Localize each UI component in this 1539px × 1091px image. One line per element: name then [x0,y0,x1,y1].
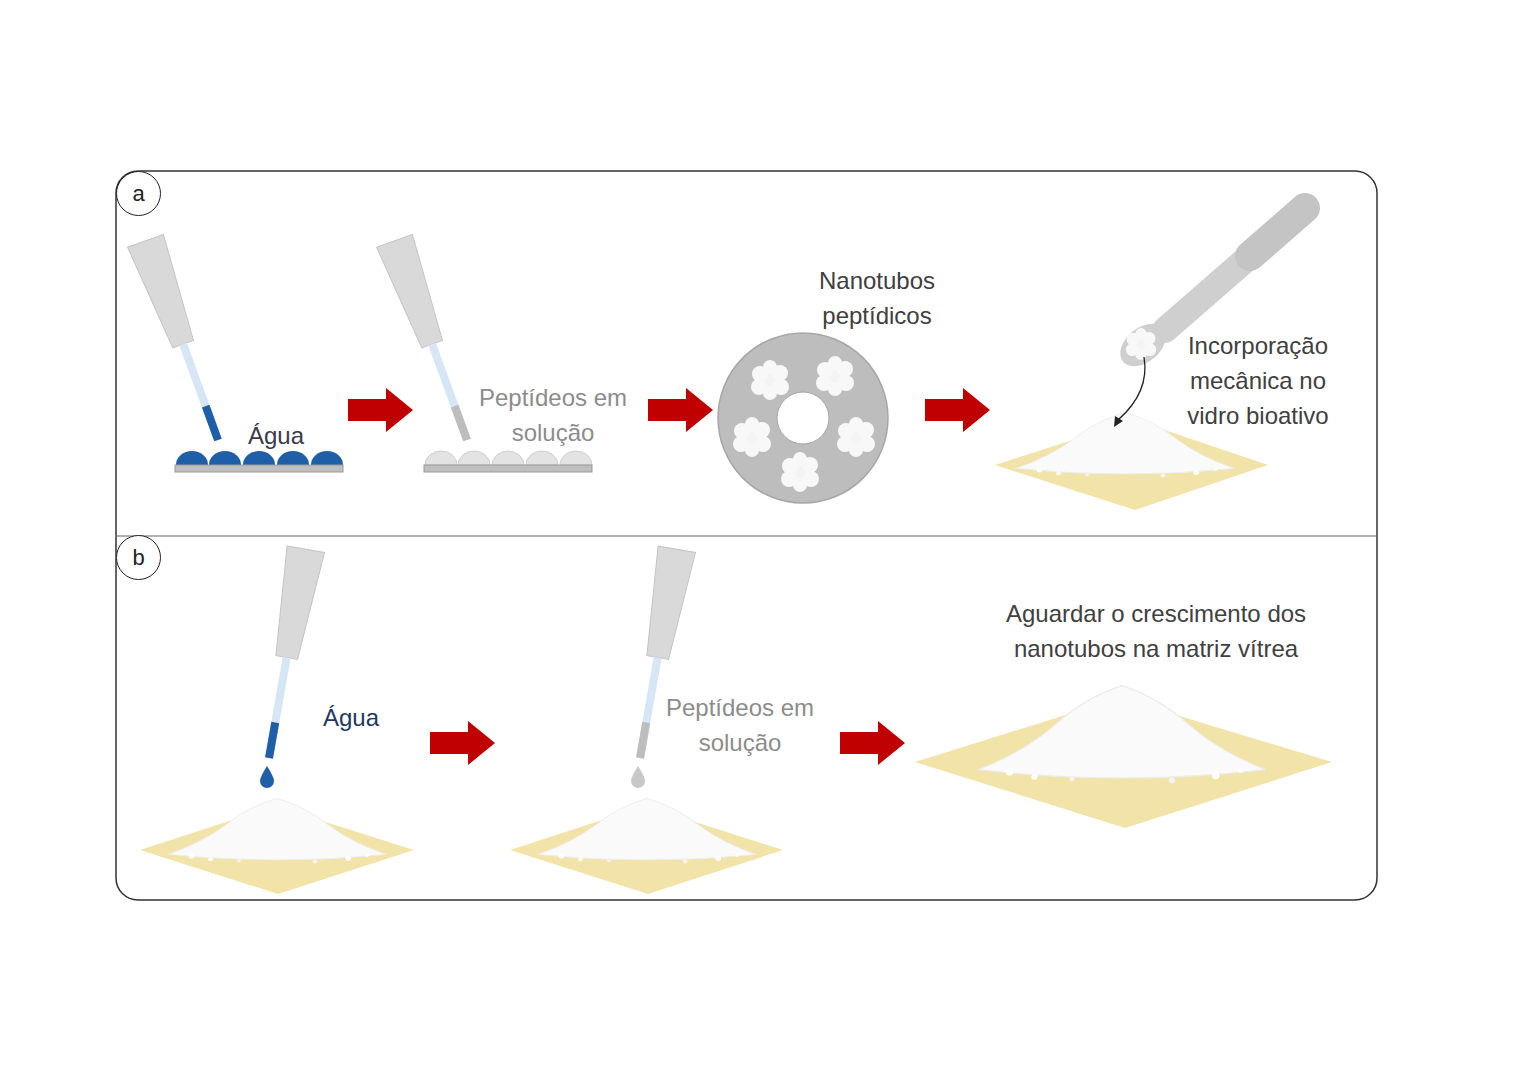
step-label: Água [301,700,401,735]
panel-letter: a [132,181,144,207]
step-label: Peptídeos em solução [463,380,643,450]
step-label: Peptídeos em solução [650,690,830,760]
panel-letter-circle: b [116,535,161,580]
step-label: Aguardar o crescimento dos nanotubos na … [976,596,1336,666]
step-label: Incorporação mecânica no vidro bioativo [1168,328,1348,433]
panel-letter-circle: a [116,171,161,216]
step-label: Água [226,418,326,453]
panel-letter: b [132,545,144,571]
step-label: Nanotubos peptídicos [787,263,967,333]
